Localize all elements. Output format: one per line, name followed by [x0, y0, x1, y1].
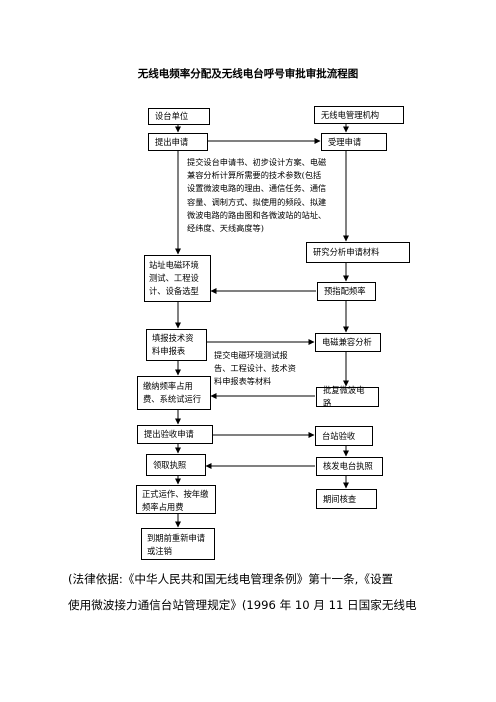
box-fill-form-label: 填报技术资料申报表	[152, 333, 194, 356]
box-site-survey: 站址电磁环境测试、工程设计、设备选型	[144, 255, 211, 302]
box-site-survey-label: 站址电磁环境测试、工程设计、设备选型	[149, 260, 199, 296]
box-get-license: 领取执照	[146, 454, 206, 476]
box-pay-fees-label: 缴纳频率占用费、系统试运行	[143, 381, 202, 404]
box-issue-license: 核发电台执照	[316, 457, 383, 476]
box-request-acceptance: 提出验收申请	[137, 425, 213, 444]
box-authority: 无线电管理机构	[314, 106, 404, 124]
box-pre-assign-label: 预指配频率	[324, 286, 366, 296]
box-applicant: 设台单位	[148, 108, 210, 125]
page-title: 无线电频率分配及无线电台呼号审批审批流程图	[137, 68, 359, 80]
note-submission-materials: 提交设台申请书、初步设计方案、电磁 兼容分析计算所需要的技术参数(包括 设置微波…	[187, 157, 327, 234]
box-request-acceptance-label: 提出验收申请	[144, 429, 194, 439]
box-get-license-label: 领取执照	[153, 459, 187, 470]
box-applicant-label: 设台单位	[155, 111, 189, 121]
box-renewal: 到期前重新申请或注销	[141, 528, 215, 560]
box-fill-form: 填报技术资料申报表	[146, 329, 207, 361]
legal-basis-line-1: (法律依据:《中华人民共和国无线电管理条例》第十一条,《设置	[68, 572, 394, 586]
box-formal-operation-label: 正式运作、按年缴频率占用费	[142, 489, 209, 512]
box-issue-license-label: 核发电台执照	[323, 461, 373, 471]
box-formal-operation: 正式运作、按年缴频率占用费	[136, 485, 216, 514]
box-accept-application: 受理申请	[321, 133, 387, 151]
box-station-acceptance-label: 台站验收	[322, 430, 356, 441]
box-study-materials-label: 研究分析申请材料	[313, 247, 380, 257]
box-approve-microwave: 批复微波电路	[316, 385, 379, 408]
box-submit-application-label: 提出申请	[155, 136, 189, 147]
box-periodic-check: 期间核查	[316, 489, 377, 509]
box-pay-fees: 缴纳频率占用费、系统试运行	[137, 376, 211, 410]
box-station-acceptance: 台站验收	[315, 426, 373, 446]
box-accept-application-label: 受理申请	[328, 136, 362, 147]
box-emc-analysis: 电磁兼容分析	[315, 333, 381, 352]
box-periodic-check-label: 期间核查	[323, 493, 357, 504]
box-study-materials: 研究分析申请材料	[306, 242, 410, 263]
box-submit-application: 提出申请	[148, 133, 208, 151]
box-authority-label: 无线电管理机构	[321, 109, 380, 120]
legal-basis-line-2: 使用微波接力通信台站管理规定》(1996 年 10 月 11 日国家无线电	[68, 598, 417, 612]
note-test-report-materials: 提交电磁环境测试报 告、工程设计、技术资 料申报表等材料	[214, 350, 296, 387]
box-pre-assign: 预指配频率	[317, 282, 376, 301]
box-renewal-label: 到期前重新申请或注销	[147, 533, 206, 556]
box-approve-microwave-label: 批复微波电路	[323, 385, 365, 408]
box-emc-analysis-label: 电磁兼容分析	[322, 337, 372, 347]
